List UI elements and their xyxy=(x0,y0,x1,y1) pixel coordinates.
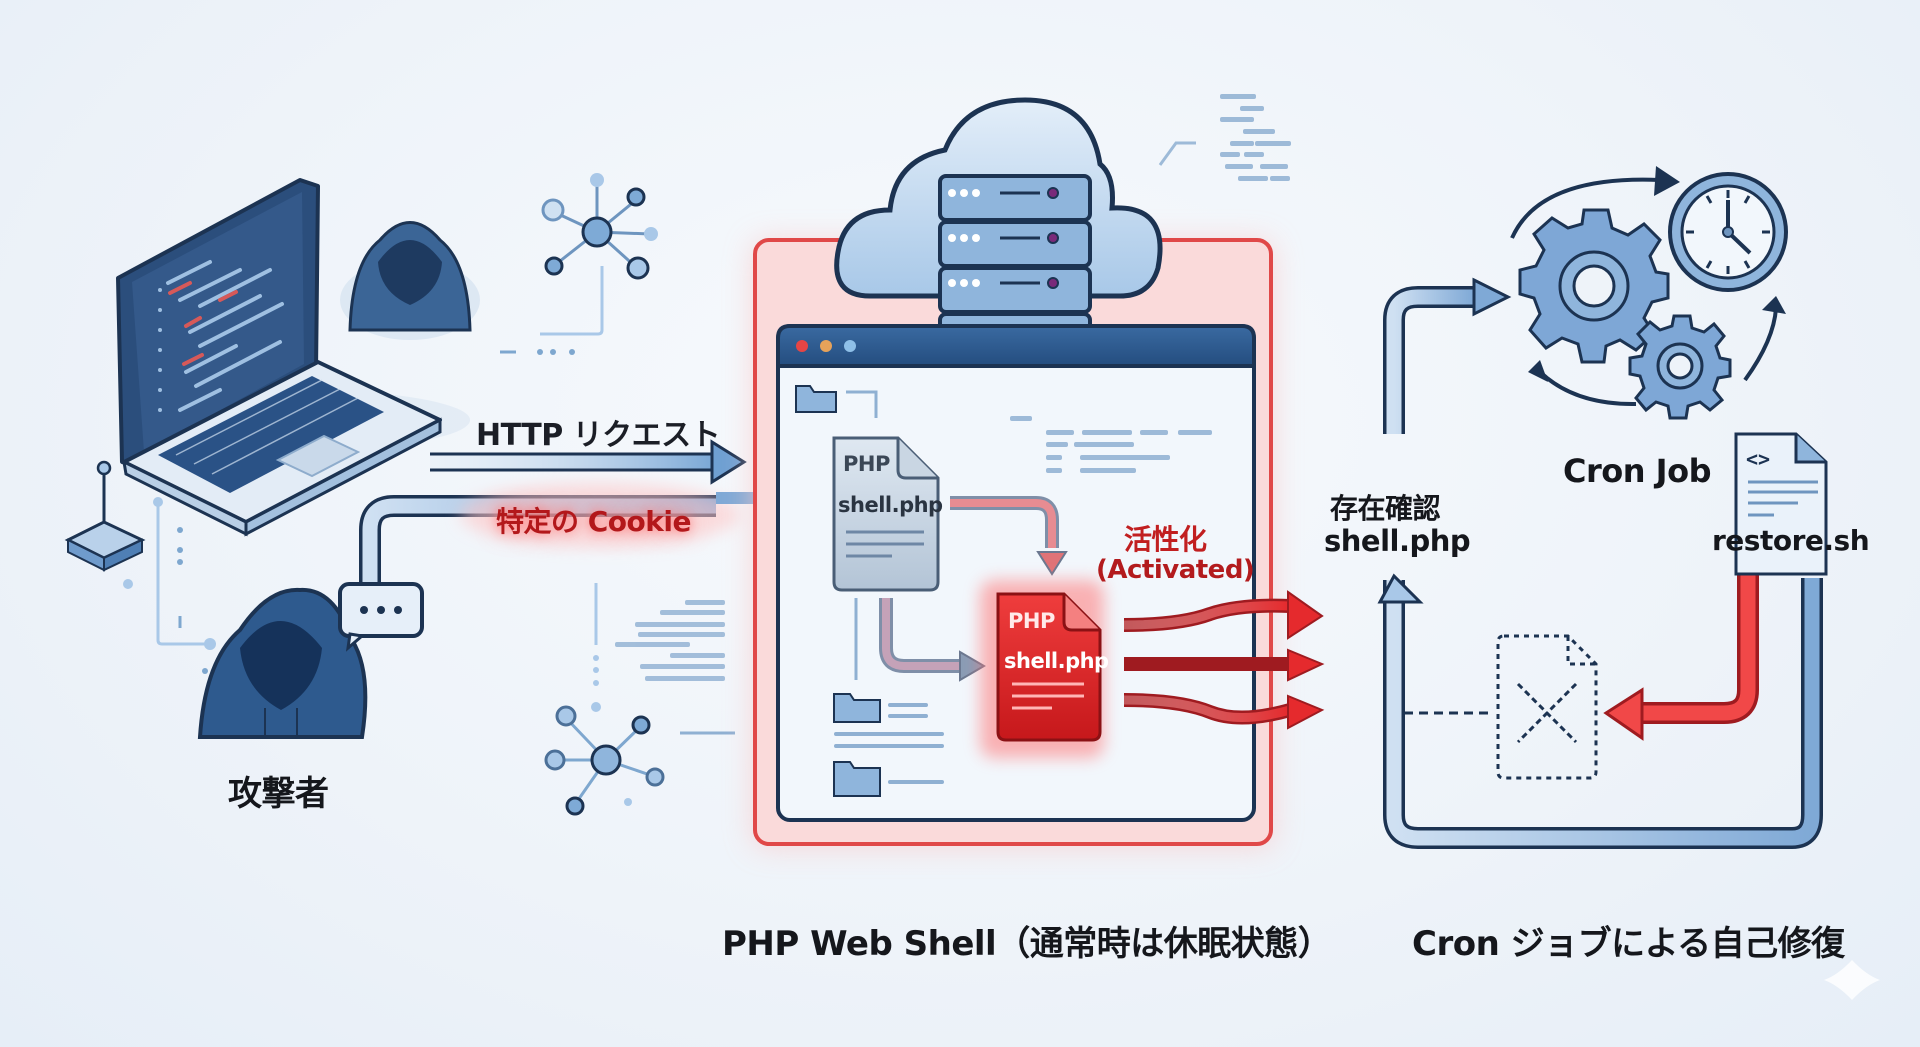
attacker-hacker-icon xyxy=(197,587,368,739)
clock-icon xyxy=(1668,172,1788,292)
gear-icon xyxy=(1510,166,1786,420)
network-node-icon xyxy=(500,173,658,355)
web-shell-caption: PHP Web Shell（通常時は休眠状態） xyxy=(722,924,1332,964)
cookie-label: 特定の Cookie xyxy=(496,505,691,538)
sparkle-icon xyxy=(1824,960,1880,1000)
svg-text:<>: <> xyxy=(1746,447,1770,471)
restore-script-name: restore.sh xyxy=(1712,524,1870,557)
script-file-icon: <> xyxy=(1734,432,1828,576)
cron-job-label: Cron Job xyxy=(1563,452,1711,490)
server-rack-icon xyxy=(938,174,1092,346)
existence-check-label: 存在確認 xyxy=(1330,492,1441,525)
attacker-label: 攻撃者 xyxy=(228,774,329,814)
cron-loop-pipe xyxy=(1377,277,1823,849)
restore-red-arrow xyxy=(1603,570,1759,741)
folder-icon xyxy=(833,693,944,748)
stacked-device-icon xyxy=(64,460,216,674)
cron-self-repair-caption: Cron ジョブによる自己修復 xyxy=(1412,924,1845,964)
hooded-hacker-icon xyxy=(340,221,480,340)
dormant-file-name: shell.php xyxy=(838,493,943,517)
activated-label-jp: 活性化 xyxy=(1124,523,1207,556)
code-snippet-decor xyxy=(1010,416,1212,473)
laptop-icon xyxy=(116,178,470,537)
http-request-label: HTTP リクエスト xyxy=(476,418,721,453)
dormant-php-file-icon xyxy=(832,436,940,592)
deleted-file-icon xyxy=(1404,634,1598,780)
code-snippet-decor xyxy=(615,600,725,681)
folder-icon xyxy=(795,385,878,418)
activation-flow-arrow xyxy=(879,496,1068,682)
http-request-arrow xyxy=(430,439,747,485)
activated-label-en: (Activated) xyxy=(1096,555,1255,585)
outbound-red-arrows xyxy=(1123,590,1325,730)
active-file-type-label: PHP xyxy=(1008,609,1055,633)
code-snippet-decor xyxy=(1158,94,1291,181)
folder-icon xyxy=(833,761,944,797)
active-php-file-icon xyxy=(980,580,1104,758)
chat-bubble-icon xyxy=(338,495,716,652)
network-node-icon xyxy=(544,583,735,816)
existence-check-file: shell.php xyxy=(1324,524,1471,558)
dormant-file-type-label: PHP xyxy=(843,452,890,476)
active-file-name: shell.php xyxy=(1004,649,1109,673)
